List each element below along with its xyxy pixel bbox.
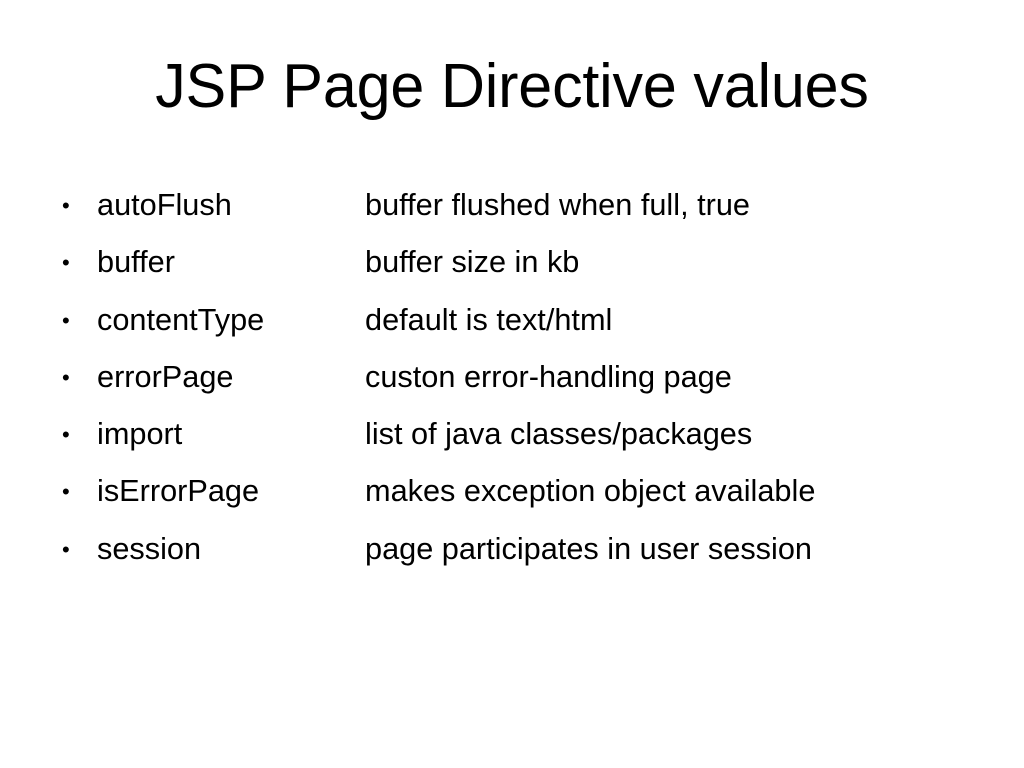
directive-name: import: [97, 416, 183, 452]
list-item: buffer buffer size in kb: [62, 243, 992, 300]
directive-name: isErrorPage: [97, 473, 260, 509]
page-title: JSP Page Directive values: [155, 52, 869, 121]
bullet-icon: [62, 243, 97, 284]
list-item: contentType default is text/html: [62, 301, 992, 358]
bullet-icon: [62, 186, 97, 227]
directive-name: session: [97, 530, 202, 566]
directive-name: autoFlush: [97, 187, 232, 222]
directive-values-list: autoFlush buffer flushed when full, true…: [62, 186, 992, 587]
bullet-icon: [62, 358, 97, 399]
directive-description: buffer size in kb: [365, 244, 580, 280]
directive-name: errorPage: [97, 358, 234, 394]
directive-description: custon error-handling page: [365, 358, 732, 394]
list-item: isErrorPage makes exception object avail…: [62, 472, 992, 529]
directive-name: contentType: [97, 301, 265, 337]
directive-name: buffer: [97, 244, 175, 280]
directive-description: page participates in user session: [365, 530, 812, 566]
bullet-icon: [62, 415, 97, 456]
bullet-icon: [62, 472, 97, 513]
directive-description: default is text/html: [365, 301, 613, 337]
list-item: errorPage custon error-handling page: [62, 358, 992, 415]
list-item: import list of java classes/packages: [62, 415, 992, 472]
directive-description: buffer flushed when full, true: [365, 187, 751, 222]
directive-description: makes exception object available: [365, 473, 816, 509]
list-item: autoFlush buffer flushed when full, true: [62, 186, 992, 243]
bullet-icon: [62, 301, 97, 342]
directive-description: list of java classes/packages: [365, 416, 753, 452]
bullet-icon: [62, 530, 97, 571]
list-item: session page participates in user sessio…: [62, 530, 992, 587]
